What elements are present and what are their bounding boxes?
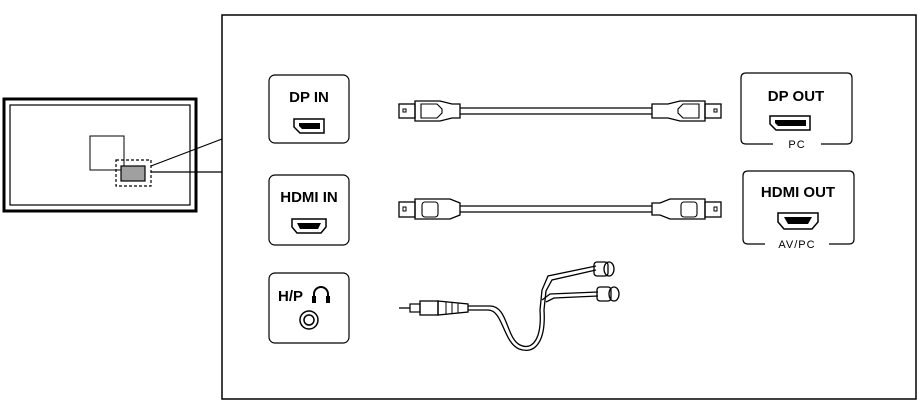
headphone-cable (399, 261, 620, 351)
headphone-port: H/P (268, 272, 350, 344)
zoom-callout-lines (150, 138, 223, 173)
zoom-panel (221, 14, 917, 400)
headphone-icon (312, 286, 330, 303)
hdmi-out-device: HDMI OUT AV/PC (742, 170, 855, 251)
port-panel-icon (120, 165, 146, 182)
hdmi-out-sublabel: AV/PC (778, 239, 815, 251)
port-highlight (115, 159, 152, 187)
dp-port-icon (769, 115, 811, 131)
hdmi-port-icon (777, 212, 819, 230)
hdmi-in-port: HDMI IN (268, 174, 350, 246)
dp-cable (398, 100, 722, 122)
dp-port-icon (293, 118, 325, 134)
monitor-back (2, 97, 198, 213)
hp-label: H/P (278, 288, 303, 305)
hdmi-in-label: HDMI IN (280, 189, 338, 206)
hdmi-cable (398, 198, 722, 220)
audio-jack-icon (299, 310, 319, 330)
dp-in-label: DP IN (289, 89, 329, 106)
dp-out-sublabel: PC (788, 139, 805, 151)
dp-in-port: DP IN (268, 74, 350, 144)
dp-out-label: DP OUT (768, 88, 824, 105)
dp-out-device: DP OUT PC (740, 72, 853, 151)
hdmi-out-label: HDMI OUT (761, 184, 835, 201)
hdmi-port-icon (291, 218, 327, 234)
